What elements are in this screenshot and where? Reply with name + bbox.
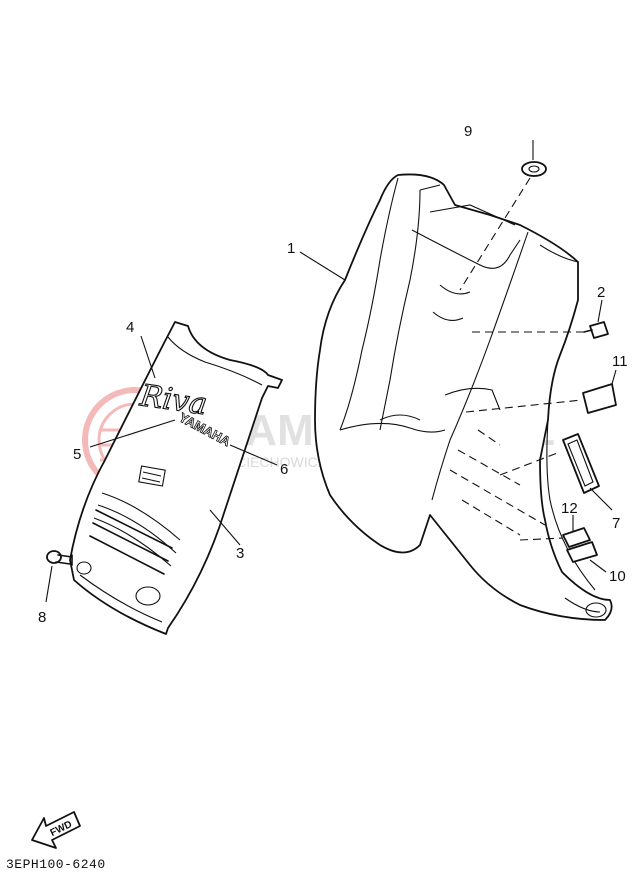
tapes-12-10 xyxy=(562,527,598,563)
grommet-9 xyxy=(521,161,547,177)
callout-2: 2 xyxy=(597,284,605,301)
callout-9: 9 xyxy=(464,123,472,140)
reflector-7 xyxy=(562,433,600,494)
bolt-2 xyxy=(583,321,609,339)
screw-8 xyxy=(46,550,73,566)
callout-11: 11 xyxy=(612,353,628,370)
callout-7: 7 xyxy=(612,515,620,532)
callout-12: 12 xyxy=(561,500,578,517)
callout-3: 3 xyxy=(236,545,244,562)
diagram-code: 3EPH100-6240 xyxy=(6,857,106,872)
label-11 xyxy=(582,383,617,414)
callout-10: 10 xyxy=(609,568,626,585)
front-panel: Riva YAMAHA xyxy=(69,321,283,635)
callout-8: 8 xyxy=(38,609,46,626)
callout-5: 5 xyxy=(73,446,81,463)
assembly-lines xyxy=(459,177,584,541)
leader-lines xyxy=(45,140,617,603)
leg-shield xyxy=(314,173,613,621)
fwd-arrow-icon: FWD xyxy=(31,811,81,849)
callout-6: 6 xyxy=(280,461,288,478)
callouts: 1 2 3 4 5 6 7 8 9 10 11 12 xyxy=(38,123,628,626)
callout-4: 4 xyxy=(126,319,134,336)
callout-1: 1 xyxy=(287,240,295,257)
